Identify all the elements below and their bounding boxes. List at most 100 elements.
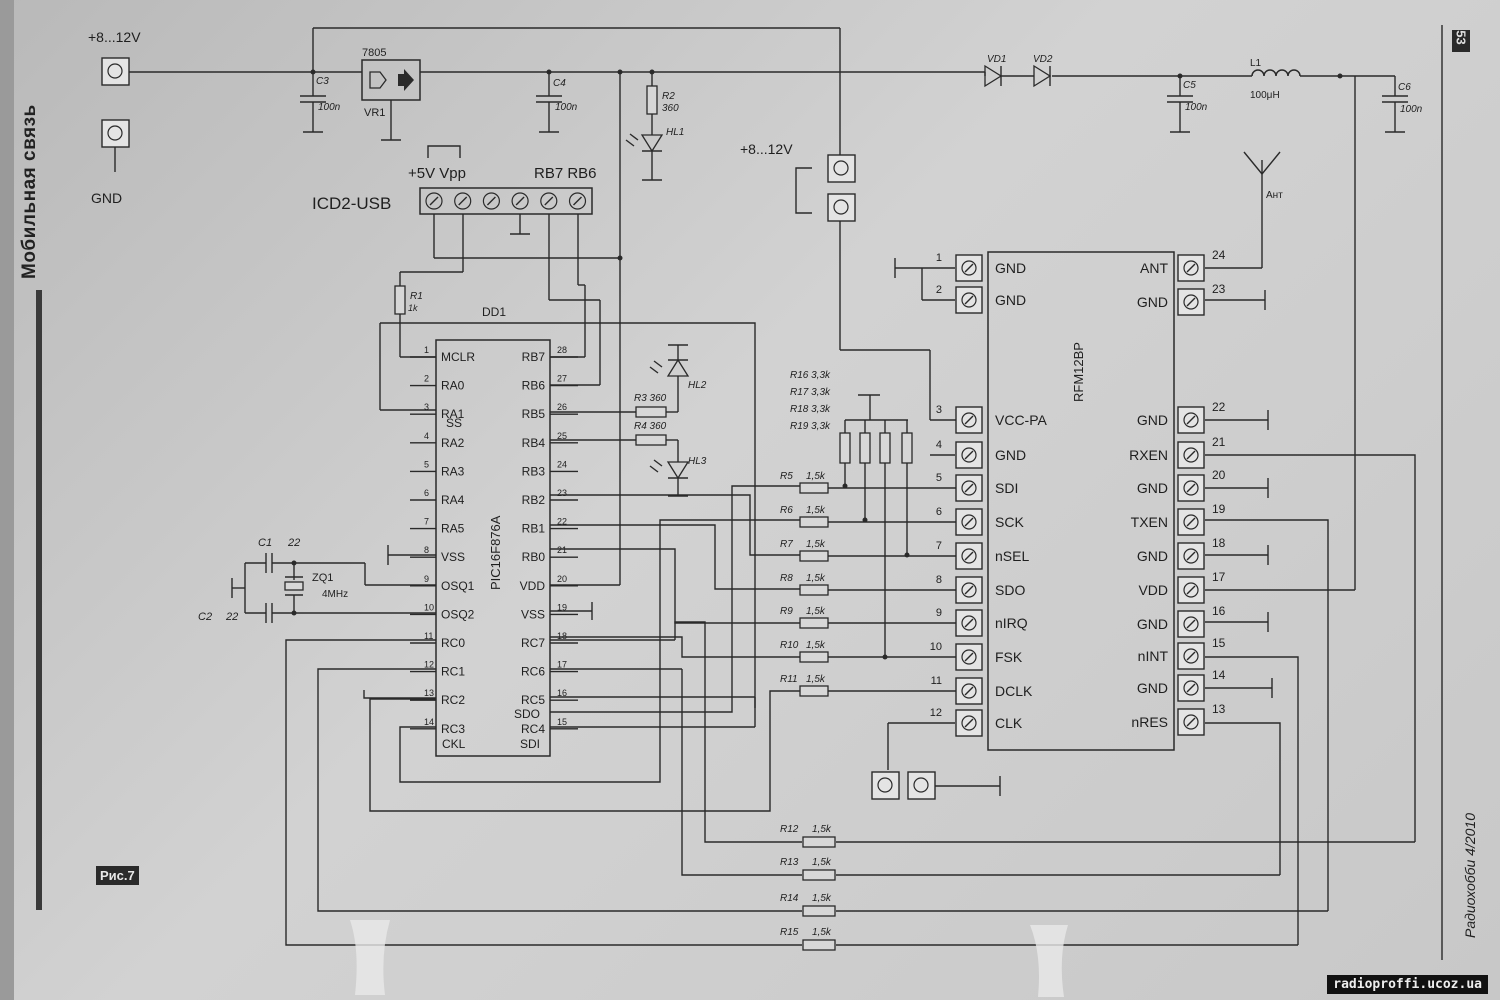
mcu-right-pin-number: 25 — [557, 431, 567, 441]
mcu-right-pin-label: RB4 — [522, 436, 546, 450]
r4-label: R4 360 — [634, 421, 667, 432]
rf-left-pin-label: VCC-PA — [995, 412, 1048, 428]
mcu-left-pin-label: RC1 — [441, 665, 465, 679]
rf-right-pin-label: RXEN — [1129, 447, 1168, 463]
rf-left-pad-4 — [955, 441, 983, 469]
mcu-right-pin-label: RB1 — [522, 522, 546, 536]
rf-left-pad-12 — [955, 709, 983, 737]
hl2-label: HL2 — [688, 380, 707, 391]
rf-right-pad-13 — [1177, 708, 1205, 736]
mcu-right-pin-number: 28 — [557, 345, 567, 355]
mcu-left-pin-label: RA3 — [441, 464, 465, 478]
mcu-left-pin-number: 1 — [424, 345, 429, 355]
icd2-pin-4 — [511, 192, 529, 210]
c5-value: 100n — [1185, 102, 1208, 113]
series-resistor-value: 1,5k — [806, 674, 826, 685]
rf-right-pin-label: VDD — [1138, 582, 1168, 598]
series-resistor-r7 — [799, 550, 829, 562]
power-input-terminal — [101, 57, 130, 86]
series-resistor-value: 1,5k — [806, 606, 826, 617]
rf-left-pin-number: 7 — [936, 540, 942, 552]
mcu-right-pin-number: 26 — [557, 402, 567, 412]
series-resistor-label: R6 — [780, 505, 793, 516]
journal-box: Радиохобби 4/2010 — [1420, 760, 1500, 960]
vd1-label: VD1 — [987, 54, 1006, 65]
rf-right-grounds — [1205, 76, 1356, 698]
power-input2-label: +8...12V — [740, 141, 793, 157]
page-number-text: 53 — [1453, 30, 1469, 45]
vreg-type: 7805 — [362, 47, 386, 59]
rf-right-pin-label: GND — [1137, 548, 1168, 564]
rf-left-pin-label: nSEL — [995, 548, 1029, 564]
mcu-left-pin-number: 9 — [424, 574, 429, 584]
series-resistor-label: R7 — [780, 539, 793, 550]
programmer-labels-left: +5V Vpp — [408, 165, 466, 182]
mcu-left-pin-number: 3 — [424, 402, 429, 412]
rf-module — [987, 251, 1175, 751]
mcu-sdo-label: SDO — [514, 707, 540, 721]
bottom-resistor-r13 — [802, 869, 836, 881]
icd2-connector — [419, 145, 593, 215]
rf-right-pin-label: GND — [1137, 616, 1168, 632]
mcu-right-pin-label: RB0 — [522, 550, 546, 564]
rf-left-pin-number: 1 — [936, 252, 942, 264]
mcu-right-pin-number: 17 — [557, 660, 567, 670]
mcu-ref: DD1 — [482, 305, 506, 319]
mcu-left-pin-label: RC2 — [441, 693, 465, 707]
c3-value: 100n — [318, 102, 341, 113]
series-resistor-label: R9 — [780, 606, 793, 617]
crystal-freq: 4MHz — [322, 589, 348, 600]
capacitor-c5 — [1167, 76, 1193, 133]
c6-value: 100n — [1400, 104, 1423, 115]
mcu-right-pin-number: 19 — [557, 602, 567, 612]
icd2-pin-5 — [540, 192, 558, 210]
mcu-right-pin-number: 16 — [557, 688, 567, 698]
mcu-left-pin-number: 4 — [424, 431, 429, 441]
mcu-ss-label: SS — [446, 416, 462, 430]
clk-terminals — [871, 771, 936, 800]
rf-right-pin-number: 21 — [1212, 435, 1226, 449]
mcu-right-pin-number: 27 — [557, 374, 567, 384]
resistor-r2-led-hl1 — [625, 72, 664, 181]
margin-bar — [36, 290, 42, 910]
journal-label: Радиохобби 4/2010 — [1462, 812, 1478, 938]
crystal-name: ZQ1 — [312, 572, 333, 584]
mcu-right-pin-number: 15 — [557, 717, 567, 727]
pullup-label-2: R17 3,3k — [790, 387, 831, 398]
rf-left-pad-3 — [955, 406, 983, 434]
power-input2-terminal — [795, 154, 958, 421]
mcu-left-pin-label: OSQ2 — [441, 607, 475, 621]
series-resistor-label: R5 — [780, 471, 793, 482]
rf-left-pin-number: 4 — [936, 439, 942, 451]
rf-left-pin-number: 3 — [936, 404, 942, 416]
mcu-right-pin-label: RB3 — [522, 464, 546, 478]
pullup-label-3: R18 3,3k — [790, 404, 831, 415]
rf-right-pin-number: 13 — [1212, 702, 1226, 716]
rf-left-pin-label: nIRQ — [995, 615, 1028, 631]
rf-top-wiring — [894, 151, 1281, 456]
pullup-resistors — [839, 394, 913, 660]
icd2-wiring — [399, 72, 623, 585]
tape-left — [350, 920, 390, 995]
rf-right-pad-19 — [1177, 508, 1205, 536]
series-resistor-r6 — [799, 516, 829, 528]
series-resistor-value: 1,5k — [806, 505, 826, 516]
rf-right-pin-number: 18 — [1212, 536, 1226, 550]
mcu-left-pin-label: RA1 — [441, 407, 465, 421]
rf-right-pin-label: nINT — [1138, 648, 1169, 664]
c6-label: C6 — [1398, 82, 1411, 93]
rf-left-pin-label: DCLK — [995, 683, 1033, 699]
mcu-left-pin-number: 11 — [424, 631, 433, 641]
mcu-right-pin-number: 21 — [557, 545, 567, 555]
bottom-resistor-label: R13 — [780, 857, 799, 868]
rf-left-pad-8 — [955, 576, 983, 604]
rf-left-pin-label: GND — [995, 260, 1026, 276]
rf-left-pin-label: SDI — [995, 480, 1018, 496]
mcu-left-pin-number: 2 — [424, 374, 429, 384]
c1-value: 22 — [287, 537, 300, 549]
rf-right-pin-label: nRES — [1131, 714, 1168, 730]
